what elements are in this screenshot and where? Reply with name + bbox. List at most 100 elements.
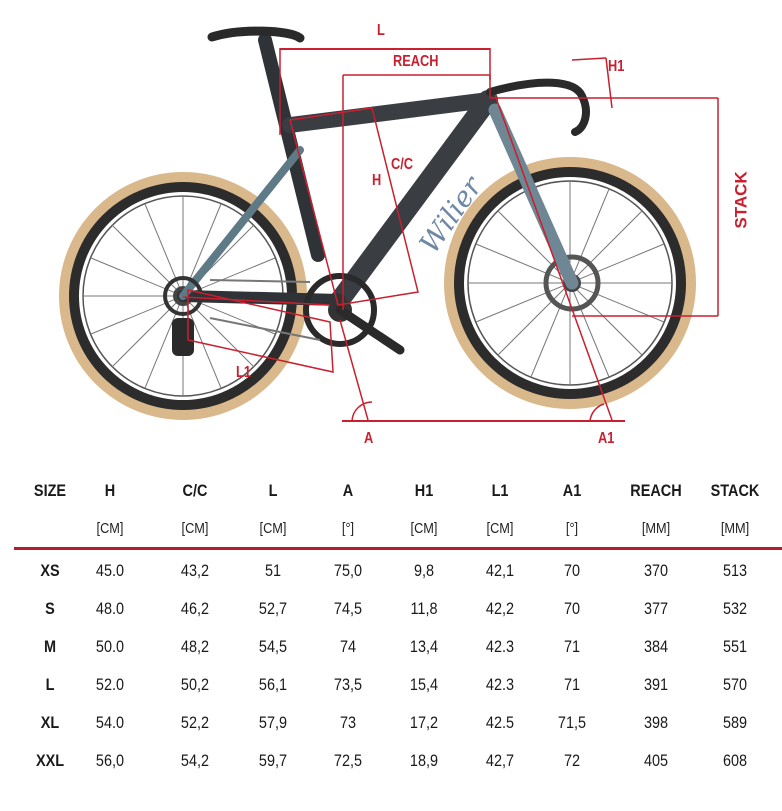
- table-cell: 551: [722, 637, 748, 656]
- label-stack: STACK: [731, 171, 751, 229]
- table-cell: L: [45, 675, 55, 694]
- table-cell: 54.0: [95, 713, 125, 732]
- table-cell: 589: [722, 713, 748, 732]
- table-cell: 70: [563, 561, 581, 580]
- table-cell: 532: [722, 599, 748, 618]
- table-cell: 70: [563, 599, 581, 618]
- table-cell: 71,5: [557, 713, 587, 732]
- table-cell: 46,2: [180, 599, 210, 618]
- table-cell: 51: [264, 561, 282, 580]
- unit-cell: [CM]: [181, 520, 209, 537]
- table-cell: XXL: [35, 751, 65, 770]
- table-cell: 45.0: [95, 561, 125, 580]
- table-cell: 75,0: [333, 561, 363, 580]
- table-cell: 48.0: [95, 599, 125, 618]
- table-cell: 9,8: [413, 561, 435, 580]
- table-cell: 42,2: [485, 599, 515, 618]
- table-cell: 56,0: [95, 751, 125, 770]
- table-cell: 54,2: [180, 751, 210, 770]
- table-cell: 43,2: [180, 561, 210, 580]
- table-cell: 57,9: [258, 713, 288, 732]
- table-cell: 54,5: [258, 637, 288, 656]
- header-divider: [14, 547, 782, 550]
- table-cell: 18,9: [409, 751, 439, 770]
- table-cell: 50,2: [180, 675, 210, 694]
- table-cell: 384: [643, 637, 669, 656]
- table-cell: 72,5: [333, 751, 363, 770]
- table-cell: 608: [722, 751, 748, 770]
- bike-drawing: Wilier: [59, 26, 719, 422]
- table-cell: 370: [643, 561, 669, 580]
- table-cell: 52.0: [95, 675, 125, 694]
- header-cell: A1: [562, 481, 582, 500]
- header-cell: A: [342, 481, 354, 500]
- header-cell: H1: [414, 481, 434, 500]
- table-cell: 52,7: [258, 599, 288, 618]
- table-cell: 17,2: [409, 713, 439, 732]
- table-cell: 398: [643, 713, 669, 732]
- label-h1: H1: [608, 58, 625, 75]
- table-cell: 71: [563, 675, 581, 694]
- table-row: S 48.0 46,2 52,7 74,5 11,8 42,2 70 377 532: [0, 594, 782, 624]
- label-l1: L1: [236, 364, 251, 381]
- unit-cell: [MM]: [720, 520, 750, 537]
- table-cell: 50.0: [95, 637, 125, 656]
- table-cell: XL: [40, 713, 60, 732]
- table-row: M 50.0 48,2 54,5 74 13,4 42.3 71 384 551: [0, 632, 782, 662]
- table-cell: 42,1: [485, 561, 515, 580]
- label-a: A: [364, 430, 374, 447]
- table-cell: 11,8: [410, 599, 438, 618]
- bike-frame: [177, 26, 590, 310]
- table-cell: 42.3: [485, 637, 515, 656]
- header-cell: L: [268, 481, 278, 500]
- table-cell: XS: [40, 561, 60, 580]
- table-cell: 13,4: [409, 637, 439, 656]
- front-wheel: [444, 157, 696, 409]
- table-unit-row: [CM] [CM] [CM] [°] [CM] [CM] [°] [MM] [MM]: [0, 514, 782, 544]
- header-cell: H: [104, 481, 116, 500]
- label-reach: REACH: [393, 53, 439, 70]
- table-cell: 52,2: [180, 713, 210, 732]
- table-cell: S: [45, 599, 55, 618]
- header-cell: SIZE: [33, 481, 67, 500]
- table-cell: 72: [563, 751, 581, 770]
- table-cell: 15,4: [409, 675, 439, 694]
- header-cell: C/C: [182, 481, 208, 500]
- table-cell: 391: [643, 675, 669, 694]
- table-cell: M: [43, 637, 57, 656]
- unit-cell: [CM]: [410, 520, 438, 537]
- table-cell: 513: [722, 561, 748, 580]
- unit-cell: [CM]: [486, 520, 514, 537]
- header-cell: L1: [491, 481, 509, 500]
- table-cell: 73,5: [333, 675, 363, 694]
- unit-cell: [CM]: [96, 520, 124, 537]
- table-cell: 377: [643, 599, 669, 618]
- table-cell: 73: [339, 713, 357, 732]
- table-row: XL 54.0 52,2 57,9 73 17,2 42.5 71,5 398 589: [0, 708, 782, 738]
- geometry-lines: [182, 48, 719, 422]
- table-cell: 42.5: [485, 713, 515, 732]
- table-cell: 570: [722, 675, 748, 694]
- table-cell: 71: [563, 637, 581, 656]
- table-cell: 48,2: [180, 637, 210, 656]
- label-l: L: [377, 22, 385, 39]
- geometry-diagram: Wilier: [59, 22, 751, 447]
- table-row: XS 45.0 43,2 51 75,0 9,8 42,1 70 370 513: [0, 556, 782, 586]
- label-a1: A1: [598, 430, 615, 447]
- unit-cell: [°]: [565, 520, 579, 537]
- table-cell: 74: [339, 637, 357, 656]
- unit-cell: [MM]: [641, 520, 671, 537]
- unit-cell: [°]: [341, 520, 355, 537]
- table-cell: 74,5: [333, 599, 363, 618]
- table-cell: 42.3: [485, 675, 515, 694]
- unit-cell: [16, 514, 84, 544]
- header-cell: STACK: [710, 481, 760, 500]
- label-h: H: [372, 172, 382, 189]
- label-cc: C/C: [391, 156, 414, 173]
- table-cell: 42,7: [485, 751, 515, 770]
- unit-cell: [CM]: [259, 520, 287, 537]
- table-cell: 405: [643, 751, 669, 770]
